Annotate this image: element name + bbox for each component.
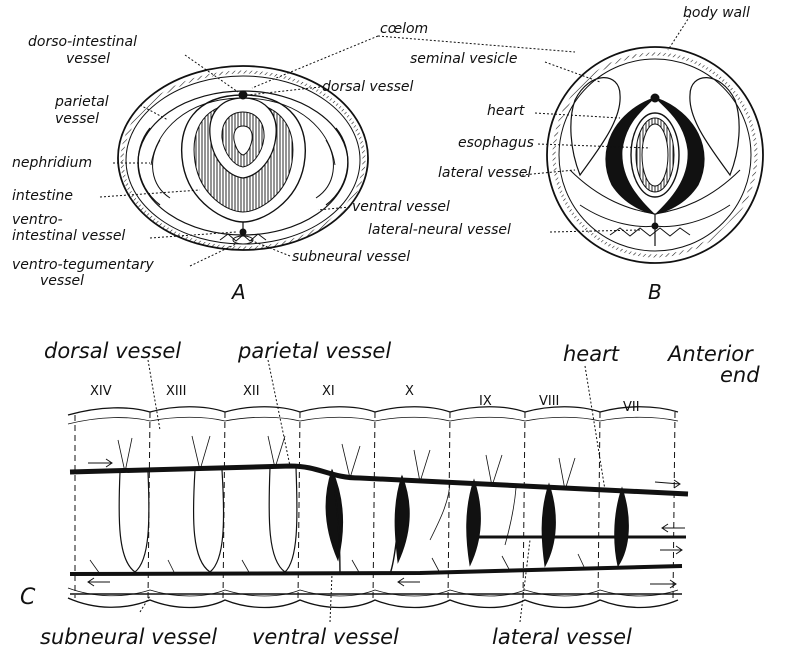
label-ventral-vessel-c: ventral vessel — [252, 626, 399, 648]
panel-letter-b: B — [648, 285, 662, 300]
label-lateral-neural-vessel: lateral-neural vessel — [368, 223, 511, 238]
label-esophagus: esophagus — [458, 136, 534, 151]
segment-label: XII — [243, 384, 260, 399]
segment-label: IX — [479, 394, 492, 409]
label-heart-c: heart — [563, 343, 619, 365]
segment-label: VII — [623, 400, 640, 415]
label-dorso-intestinal-line2: vessel — [66, 52, 110, 67]
label-coelom: cœlom — [380, 22, 428, 37]
label-dorso-intestinal-line1: dorso-intestinal — [28, 35, 137, 50]
label-dorsal-vessel-c: dorsal vessel — [44, 340, 181, 362]
segment-label: VIII — [539, 394, 559, 409]
panel-letter-c: C — [20, 590, 35, 605]
label-lateral-vessel-b: lateral vessel — [438, 166, 531, 181]
segment-label: X — [405, 384, 414, 399]
label-lateral-vessel-c: lateral vessel — [492, 626, 632, 648]
segment-label: XI — [322, 384, 335, 399]
label-ventral-vessel-a: ventral vessel — [352, 200, 450, 215]
label-subneural-vessel-c: subneural vessel — [40, 626, 217, 648]
label-parietal-line2: vessel — [55, 112, 99, 127]
panel-c-leader-lines — [140, 360, 605, 622]
label-parietal-line1: parietal — [55, 95, 109, 110]
label-seminal-vesicle: seminal vesicle — [410, 52, 518, 67]
label-heart-b: heart — [487, 104, 524, 119]
label-ventro-tegumentary-line2: vessel — [40, 274, 84, 289]
label-anterior-line1: Anterior — [668, 343, 753, 365]
label-parietal-vessel-c: parietal vessel — [238, 340, 391, 362]
label-ventro-tegumentary-line1: ventro-tegumentary — [12, 258, 154, 273]
panel-letter-a: A — [232, 285, 246, 300]
label-ventro-intestinal-line1: ventro- — [12, 213, 63, 228]
label-anterior-line2: end — [720, 364, 760, 386]
panel-c-lateral-view — [68, 407, 688, 608]
label-ventro-intestinal-line2: intestinal vessel — [12, 229, 125, 244]
panel-b-cross-section — [547, 47, 763, 263]
label-nephridium: nephridium — [12, 156, 92, 171]
label-subneural-vessel-a: subneural vessel — [292, 250, 410, 265]
label-intestine: intestine — [12, 189, 73, 204]
segment-label: XIV — [90, 384, 112, 399]
segment-label: XIII — [166, 384, 186, 399]
label-body-wall: body wall — [683, 6, 750, 21]
label-dorsal-vessel-a: dorsal vessel — [322, 80, 413, 95]
